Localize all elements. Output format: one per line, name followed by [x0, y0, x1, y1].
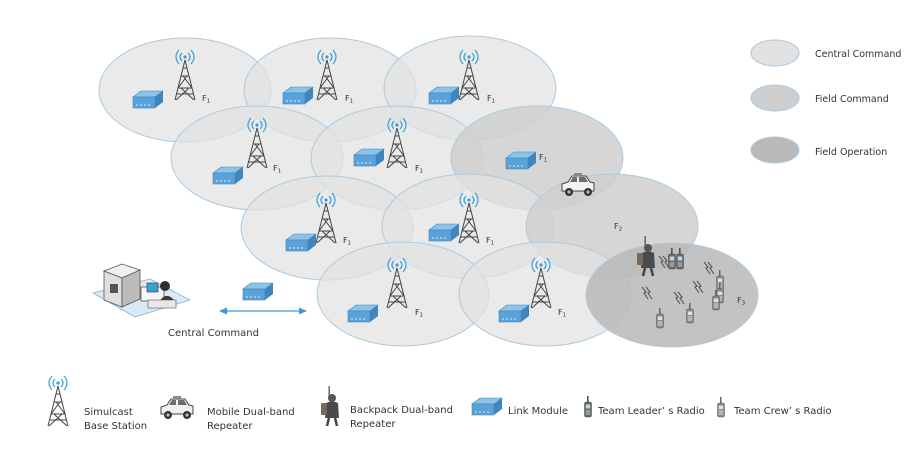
legend-central-command: Central Command [815, 49, 901, 60]
frequency-label-f1: F1 [486, 236, 494, 247]
frequency-label-f1: F1 [202, 94, 210, 105]
central-command-swatch [750, 39, 800, 67]
server-icon [102, 263, 142, 308]
legend-leader-radio: Team Leader’ s Radio [597, 406, 705, 417]
frequency-label-f1: F1 [343, 236, 351, 247]
frequency-label-f1: F1 [539, 153, 547, 164]
frequency-label-f1: F1 [487, 94, 495, 105]
bidirectional-arrow [219, 307, 307, 315]
frequency-label-f1: F1 [558, 308, 566, 319]
legend-backpack-repeater-line1: Backpack Dual-band [350, 405, 453, 416]
legend-base-station-line2: Base Station [84, 421, 147, 432]
link-module-icon [242, 282, 274, 301]
frequency-label-f1: F1 [345, 94, 353, 105]
legend-field-operation: Field Operation [815, 147, 887, 158]
field-operation-swatch [750, 136, 800, 164]
dispatcher-operator-icon [140, 281, 177, 309]
legend-mobile-repeater-line1: Mobile Dual-band [207, 407, 295, 418]
frequency-label-f3: F3 [737, 296, 746, 307]
team-crew-radio-icon [717, 396, 725, 418]
operation-coverage-cell [585, 242, 759, 348]
legend-base-station-line1: Simulcast [84, 407, 133, 418]
link-module-icon [471, 397, 503, 416]
zone-legend: Central Command Field Command Field Oper… [750, 39, 901, 164]
central-command-label: Central Command [168, 328, 259, 339]
central-command-station: Central Command [91, 263, 259, 339]
team-leader-radio-icon [584, 395, 592, 418]
coverage-cells [98, 35, 759, 348]
bottom-legend: Simulcast Base Station Mobile Dual-band … [47, 375, 832, 432]
frequency-label-f1: F1 [273, 164, 281, 175]
mobile-repeater-vehicle-icon [160, 395, 194, 420]
simulcast-base-station-icon [47, 375, 69, 427]
legend-backpack-repeater-line2: Repeater [350, 419, 396, 430]
frequency-label-f1: F1 [415, 164, 423, 175]
backpack-repeater-icon [319, 384, 341, 428]
legend-link-module: Link Module [508, 406, 568, 417]
frequency-label-f2: F2 [614, 222, 622, 233]
field-command-swatch [750, 84, 800, 112]
legend-field-command: Field Command [815, 94, 889, 105]
legend-mobile-repeater-line2: Repeater [207, 421, 253, 432]
legend-crew-radio: Team Crew’ s Radio [733, 406, 832, 417]
frequency-label-f1: F1 [415, 308, 423, 319]
